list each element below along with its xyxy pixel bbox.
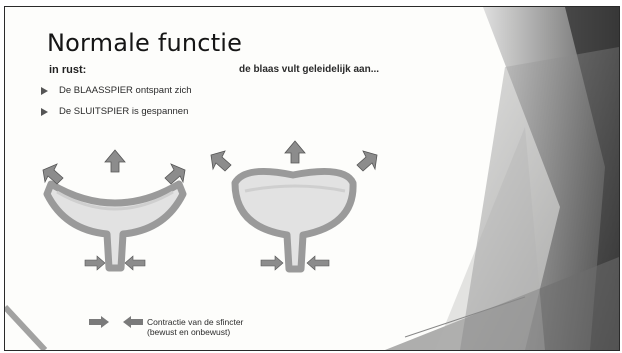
arrow-up-right-icon [165,164,185,184]
arrow-up-icon [285,141,305,163]
state-label: in rust: [49,64,86,76]
arrow-up-icon [105,150,125,172]
sphincter-arrow-right-icon [85,256,105,270]
legend-text: Contractie van de sfincter (bewust en on… [147,317,243,337]
bullet-triangle-icon [41,87,48,95]
arrow-up-right-icon [357,151,377,171]
bladder-diagram-left [35,142,195,277]
bullet-triangle-icon [41,108,48,116]
arrow-up-left-icon [43,164,63,184]
sphincter-arrow-right-icon [261,256,283,270]
bullet-item: De SLUITSPIER is gespannen [39,106,192,127]
slide-title: Normale functie [47,29,242,57]
fill-note: de blaas vult geleidelijk aan... [239,64,379,75]
legend-line-1: Contractie van de sfincter [147,317,243,327]
legend-arrows [87,315,145,329]
bullet-text: De BLAASSPIER ontspant zich [59,85,192,96]
bullet-list: De BLAASSPIER ontspant zich De SLUITSPIE… [39,85,192,127]
bullet-text: De SLUITSPIER is gespannen [59,106,188,117]
arrow-up-left-icon [211,151,231,171]
bullet-item: De BLAASSPIER ontspant zich [39,85,192,106]
legend-arrow-left-icon [123,316,143,328]
sphincter-arrow-left-icon [125,256,145,270]
legend-line-2: (bewust en onbewust) [147,327,243,337]
slide: Normale functie in rust: de blaas vult g… [4,6,620,351]
sphincter-arrow-left-icon [307,256,329,270]
legend-arrow-right-icon [89,316,109,328]
bladder-diagram-right [205,135,385,277]
